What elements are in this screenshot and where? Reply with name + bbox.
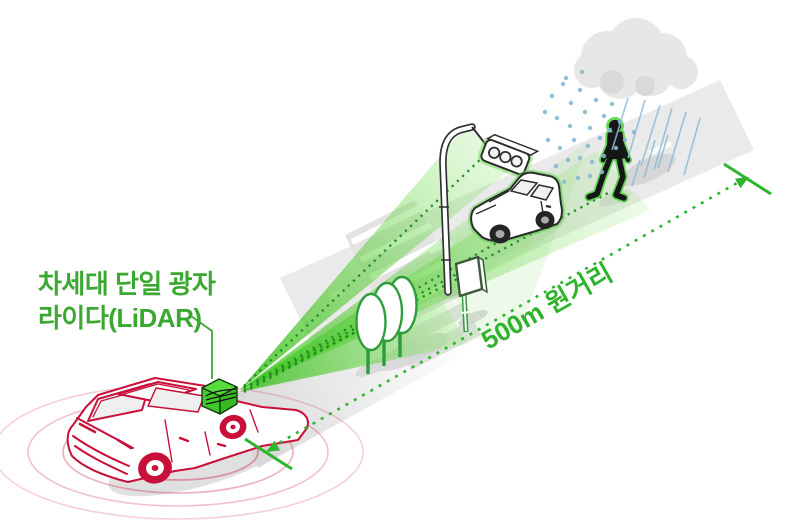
trees [355, 275, 418, 374]
road-sign-icon [454, 255, 488, 333]
detection-rays [243, 152, 609, 394]
rain-streaks [611, 97, 701, 187]
ego-car-wheel-front [219, 414, 247, 440]
rain-dots [542, 69, 637, 185]
detected-car-icon [468, 169, 565, 244]
lidar-fan-lines [205, 388, 237, 405]
lidar-label-line1: 차세대 단일 광자 [38, 269, 216, 299]
measure-tick-far [723, 162, 772, 196]
lidar-sensor-icon [190, 315, 238, 415]
lidar-label-line2: 라이다(LiDAR) [38, 303, 202, 333]
rain-cloud-icon [574, 18, 698, 99]
ego-car-icon [66, 377, 309, 484]
measure-tick-near [244, 437, 293, 471]
traffic-light-icon [439, 123, 540, 296]
ego-car-wheel-rear [138, 452, 172, 484]
distance-measurement [244, 162, 772, 471]
signal-head [477, 133, 540, 178]
measure-arrow-near [266, 440, 281, 452]
measure-arrow-far [734, 177, 749, 189]
label-leader-line [190, 315, 213, 379]
tree-icon [355, 292, 387, 352]
